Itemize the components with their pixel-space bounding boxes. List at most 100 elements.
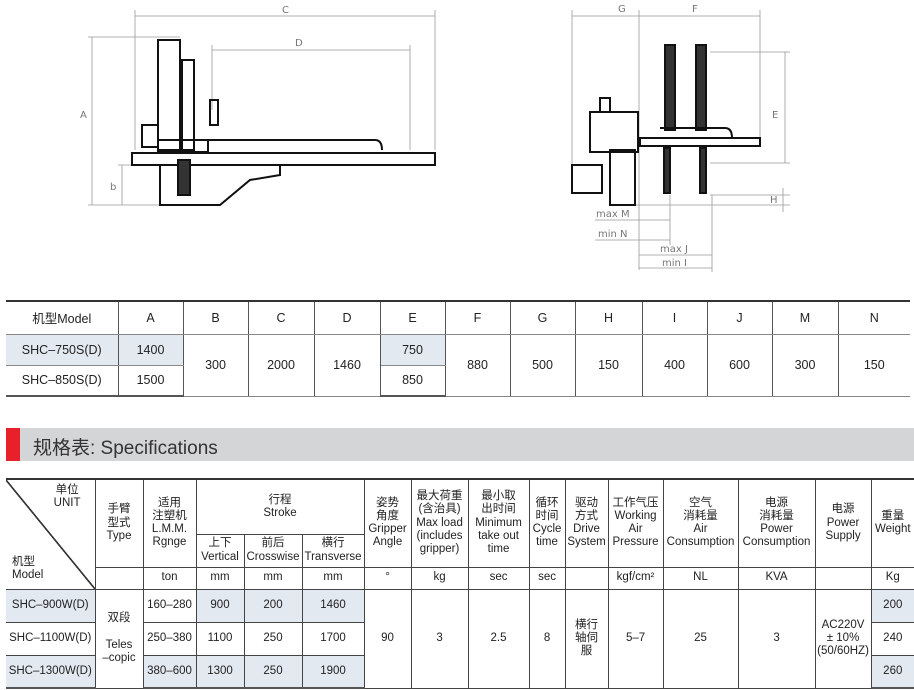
- dim-label-min-n: min N: [598, 229, 628, 240]
- min-time-value: 2.5: [467, 588, 530, 689]
- header-load: 最大荷重 (含治具) Max load (includes gripper): [410, 478, 469, 568]
- crosswise-value: 250: [243, 621, 303, 656]
- table-row: SHC–750S(D) 1400 300 2000 1460 750 880 5…: [6, 334, 910, 397]
- unit-load: kg: [410, 566, 469, 590]
- air-value: 25: [662, 588, 739, 689]
- value-i: 400: [641, 334, 708, 397]
- header-type: 手臂 型式 Type: [94, 478, 144, 568]
- pressure-value: 5–7: [607, 588, 664, 689]
- value-e: 750: [379, 334, 446, 366]
- vertical-value: 1100: [195, 621, 245, 656]
- table-row: SHC–1300W(D) 380–600 1300 250 1900 260: [6, 654, 914, 689]
- unit-min-time: sec: [467, 566, 530, 590]
- dim-label-h: H: [770, 195, 778, 206]
- weight-value: 240: [870, 621, 914, 656]
- value-c: 2000: [247, 334, 315, 397]
- value-h: 150: [574, 334, 643, 397]
- unit-supply: [814, 566, 872, 590]
- header-n: N: [837, 300, 910, 335]
- value-n: 150: [837, 334, 910, 397]
- lmm-value: 160–280: [142, 588, 197, 623]
- header-supply: 电源 Power Supply: [814, 478, 872, 568]
- header-b: B: [182, 300, 249, 335]
- dim-label-max-j: max J: [660, 244, 688, 255]
- header-pressure: 工作气压 Working Air Pressure: [607, 478, 664, 568]
- specifications-table: 单位 UNIT 机型 Model 手臂 型式 Type 适用 注塑机 L.M.M…: [6, 478, 914, 689]
- header-drive: 驱动 方式 Drive System: [564, 478, 609, 568]
- type-value: 双段 Teles –copic: [94, 588, 144, 689]
- header-power: 电源 消耗量 Power Consumption: [737, 478, 816, 568]
- dimension-table: 机型Model A B C D E F G H I J M N SHC–750S…: [6, 300, 910, 397]
- load-value: 3: [410, 588, 469, 689]
- unit-cycle: sec: [528, 566, 566, 590]
- value-j: 600: [706, 334, 773, 397]
- value-b: 300: [182, 334, 249, 397]
- header-d: D: [313, 300, 381, 335]
- cycle-value: 8: [528, 588, 566, 689]
- front-view-drawing: G F E H max M min N max J min I: [571, 4, 790, 272]
- unit-transverse: mm: [301, 566, 365, 590]
- weight-value: 260: [870, 654, 914, 689]
- header-lmm: 适用 注塑机 L.M.M. Rgnge: [142, 478, 197, 568]
- model-cell: SHC–1300W(D): [6, 654, 96, 689]
- power-value: 3: [737, 588, 816, 689]
- header-i: I: [641, 300, 708, 335]
- red-accent-marker: [6, 428, 20, 461]
- value-a: 1400: [117, 334, 184, 366]
- transverse-value: 1900: [301, 654, 365, 689]
- unit-angle: °: [363, 566, 412, 590]
- dim-label-c: C: [282, 5, 289, 16]
- header-angle: 姿势 角度 Gripper Angle: [363, 478, 412, 568]
- supply-value: AC220V ± 10% (50/60HZ): [814, 588, 872, 689]
- header-model: 机型Model: [6, 300, 119, 335]
- specifications-title: 规格表: Specifications: [33, 438, 218, 459]
- header-h: H: [574, 300, 643, 335]
- angle-value: 90: [363, 588, 412, 689]
- unit-weight: Kg: [870, 566, 914, 590]
- value-m: 300: [771, 334, 839, 397]
- lmm-value: 250–380: [142, 621, 197, 656]
- dim-label-g: G: [618, 4, 626, 15]
- units-row: ton mm mm mm ° kg sec sec kgf/cm² NL KVA…: [6, 566, 914, 590]
- value-g: 500: [509, 334, 576, 397]
- unit-air: NL: [662, 566, 739, 590]
- weight-value: 200: [870, 588, 914, 623]
- transverse-value: 1700: [301, 621, 365, 656]
- dimension-header-row: 机型Model A B C D E F G H I J M N: [6, 300, 910, 335]
- side-view-drawing: C D A b: [80, 5, 436, 206]
- dim-label-d: D: [295, 38, 303, 49]
- header-f: F: [444, 300, 511, 335]
- unit-header: 单位 UNIT: [53, 484, 81, 510]
- header-m: M: [771, 300, 839, 335]
- dim-label-a: A: [80, 110, 87, 121]
- transverse-value: 1460: [301, 588, 365, 623]
- value-f: 880: [444, 334, 511, 397]
- header-transverse: 横行 Transverse: [301, 533, 365, 568]
- unit-type: [94, 566, 144, 590]
- model-cell: SHC–850S(D): [6, 365, 119, 397]
- vertical-value: 1300: [195, 654, 245, 689]
- specifications-heading-bar: 规格表: Specifications: [6, 428, 914, 461]
- header-j: J: [706, 300, 773, 335]
- header-vertical: 上下 Vertical: [195, 533, 245, 568]
- dim-label-min-i: min I: [662, 258, 687, 269]
- dim-label-b: b: [110, 182, 116, 193]
- lmm-value: 380–600: [142, 654, 197, 689]
- unit-model-corner: 单位 UNIT 机型 Model: [6, 478, 96, 590]
- value-a: 1500: [117, 365, 184, 397]
- model-header: 机型 Model: [12, 556, 44, 582]
- crosswise-value: 200: [243, 588, 303, 623]
- table-row: SHC–900W(D) 双段 Teles –copic 160–280 900 …: [6, 588, 914, 689]
- dim-label-f: F: [692, 4, 698, 15]
- dim-label-e: E: [772, 110, 778, 121]
- header-weight: 重量 Weight: [870, 478, 914, 568]
- model-cell: SHC–750S(D): [6, 334, 119, 366]
- unit-crosswise: mm: [243, 566, 303, 590]
- value-e: 850: [379, 365, 445, 397]
- header-a: A: [117, 300, 184, 335]
- unit-vertical: mm: [195, 566, 245, 590]
- header-e: E: [379, 300, 446, 335]
- unit-drive: [564, 566, 609, 590]
- header-cycle: 循环 时间 Cycle time: [528, 478, 566, 568]
- value-d: 1460: [313, 334, 381, 397]
